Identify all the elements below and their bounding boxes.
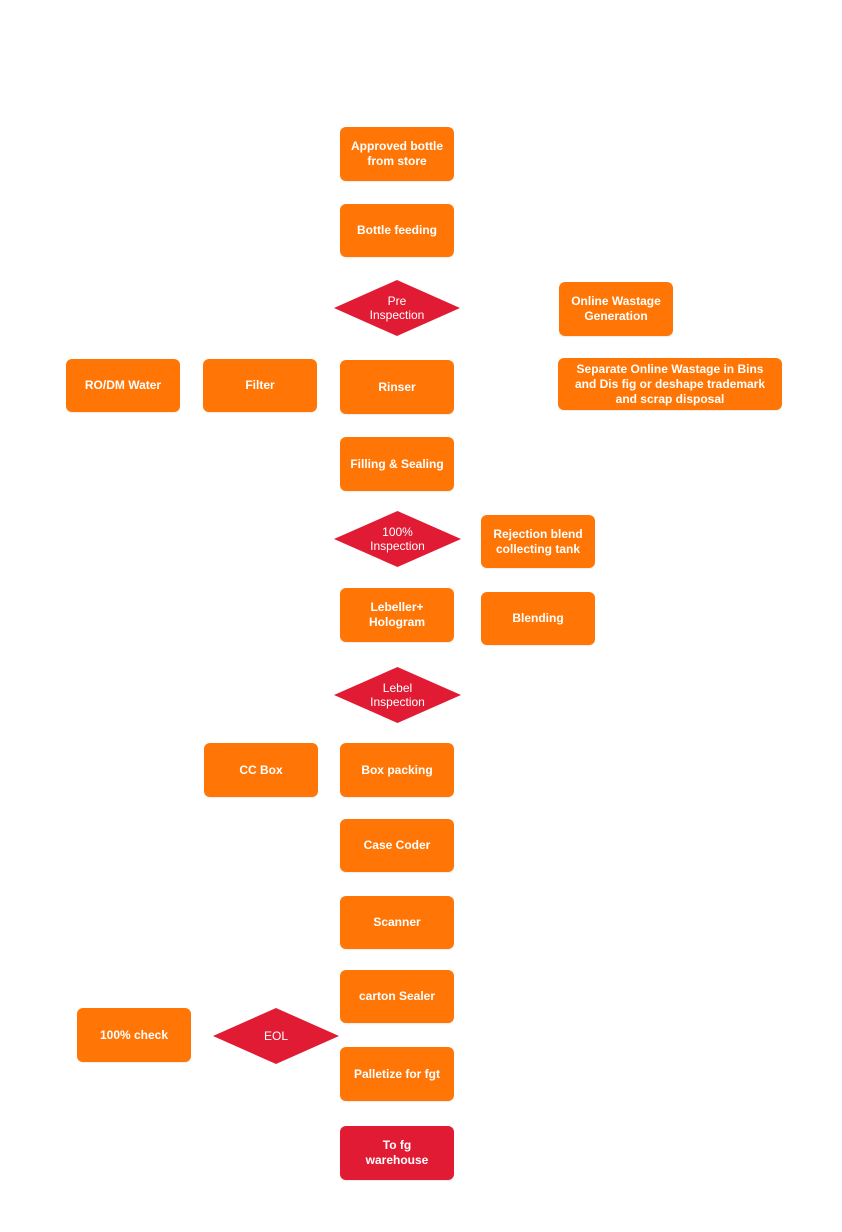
decision-eol-label: EOL <box>263 1029 288 1043</box>
step-ro-dm-water: RO/DM Water <box>66 359 180 412</box>
decision-eol: EOL <box>213 1008 339 1064</box>
step-rejection-blend-tank: Rejection blend collecting tank <box>481 515 595 568</box>
step-scanner: Scanner <box>340 896 454 949</box>
decision-pre-inspection-shape <box>334 280 460 336</box>
decision-eol-shape <box>213 1008 339 1064</box>
decision-pre-inspection-label: Pre Inspection <box>369 294 425 322</box>
step-filling-sealing: Filling & Sealing <box>340 437 454 491</box>
decision-label-inspection-shape <box>334 667 461 723</box>
decision-label-inspection: Lebel Inspection <box>334 667 461 723</box>
step-blending: Blending <box>481 592 595 645</box>
step-palletize: Palletize for fgt <box>340 1047 454 1101</box>
decision-100-inspection-label: 100% Inspection <box>370 525 425 553</box>
decision-pre-inspection: Pre Inspection <box>334 280 460 336</box>
step-cc-box: CC Box <box>204 743 318 797</box>
step-separate-online-wastage: Separate Online Wastage in Bins and Dis … <box>558 358 782 410</box>
decision-100-inspection-shape <box>334 511 461 567</box>
step-carton-sealer: carton Sealer <box>340 970 454 1023</box>
step-labeller-hologram: Lebeller+ Hologram <box>340 588 454 642</box>
decision-label-inspection-label: Lebel Inspection <box>370 681 425 709</box>
step-case-coder: Case Coder <box>340 819 454 872</box>
step-online-wastage-generation: Online Wastage Generation <box>559 282 673 336</box>
step-100-check: 100% check <box>77 1008 191 1062</box>
step-box-packing: Box packing <box>340 743 454 797</box>
step-approved-bottle: Approved bottle from store <box>340 127 454 181</box>
step-filter: Filter <box>203 359 317 412</box>
step-to-fg-warehouse: To fg warehouse <box>340 1126 454 1180</box>
decision-100-inspection: 100% Inspection <box>334 511 461 567</box>
step-bottle-feeding: Bottle feeding <box>340 204 454 257</box>
step-rinser: Rinser <box>340 360 454 414</box>
